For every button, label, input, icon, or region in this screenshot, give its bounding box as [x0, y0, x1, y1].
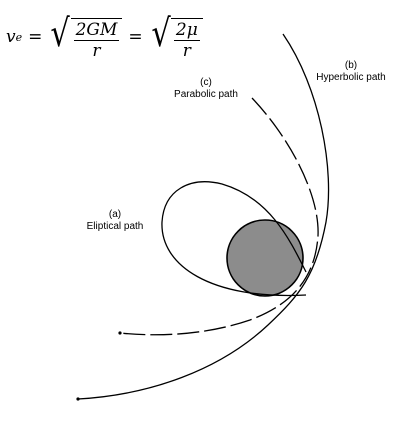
fraction-1-denominator: r [92, 41, 101, 61]
equals-sign: = [28, 27, 43, 47]
sqrt-sign: √ [151, 11, 171, 55]
elliptical-orbit [161, 181, 307, 297]
label-parabolic-text: Parabolic path [174, 89, 238, 100]
label-parabolic: (c) Parabolic path [168, 77, 244, 101]
formula-velocity-symbol: v [6, 27, 16, 47]
fraction-2-numerator: 2μ [173, 20, 200, 41]
radical-1: √ 2GM r [48, 11, 123, 61]
label-hyperbolic: (b) Hyperbolic path [310, 60, 392, 84]
planet [226, 219, 304, 297]
label-elliptical-text: Eliptical path [86, 221, 144, 232]
label-hyperbolic-tag: (b) [344, 60, 358, 71]
equals-sign: = [128, 27, 143, 47]
label-hyperbolic-text: Hyperbolic path [316, 72, 386, 83]
fraction-1: 2GM r [73, 20, 120, 61]
hyperbolic-path [77, 33, 330, 400]
fraction-2-denominator: r [182, 41, 191, 61]
label-parabolic-tag: (c) [200, 77, 212, 88]
sqrt-sign: √ [50, 11, 71, 55]
fraction-1-numerator: 2GM [73, 20, 120, 41]
formula-subscript: e [15, 30, 23, 44]
parabolic-end-dot [118, 331, 122, 335]
parabolic-path [119, 97, 319, 336]
fraction-2: 2μ r [173, 20, 200, 61]
label-elliptical-tag: (a) [108, 209, 122, 220]
hyperbolic-end-dot [76, 397, 80, 401]
radical-2: √ 2μ r [149, 14, 203, 60]
label-elliptical: (a) Eliptical path [82, 209, 148, 233]
